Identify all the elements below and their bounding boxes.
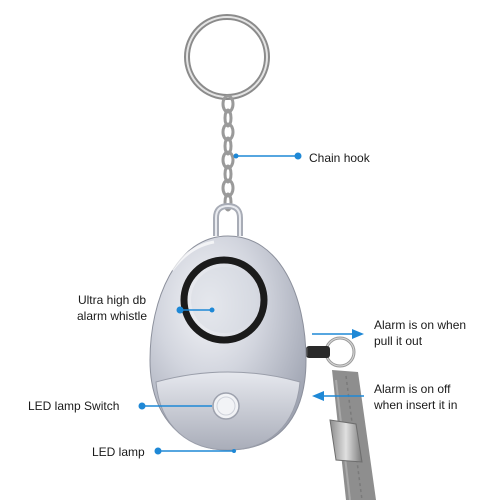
callout-whistle [176, 306, 215, 314]
callout-led-switch [138, 402, 212, 410]
led-switch-button [212, 392, 240, 420]
label-alarm-on: Alarm is on when pull it out [374, 317, 500, 349]
label-alarm-on-line1: Alarm is on when [374, 318, 467, 332]
label-chain-hook: Chain hook [309, 151, 370, 165]
label-alarm-whistle-line1: Ultra high db [77, 293, 147, 307]
whistle-ring [180, 256, 268, 344]
key-ring [184, 14, 270, 100]
label-alarm-off-line2: when insert it in [374, 398, 458, 412]
lanyard-strap [329, 370, 376, 500]
callout-chain-hook [233, 152, 302, 160]
chain [221, 94, 235, 212]
label-led-lamp-switch: LED lamp Switch [28, 399, 120, 413]
callout-alarm-on [312, 329, 364, 339]
chain-hook-loop [213, 202, 243, 236]
callout-alarm-off [312, 391, 364, 401]
label-alarm-whistle-line2: alarm whistle [76, 309, 148, 323]
label-alarm-off: Alarm is on off when insert it in [374, 381, 500, 413]
label-alarm-on-line2: pull it out [374, 334, 423, 348]
pin-ring [324, 336, 356, 368]
label-alarm-off-line1: Alarm is on off [374, 382, 451, 396]
label-led-lamp: LED lamp [92, 445, 145, 459]
callout-led-lamp [154, 447, 236, 455]
label-alarm-whistle: Ultra high db alarm whistle [52, 292, 172, 324]
